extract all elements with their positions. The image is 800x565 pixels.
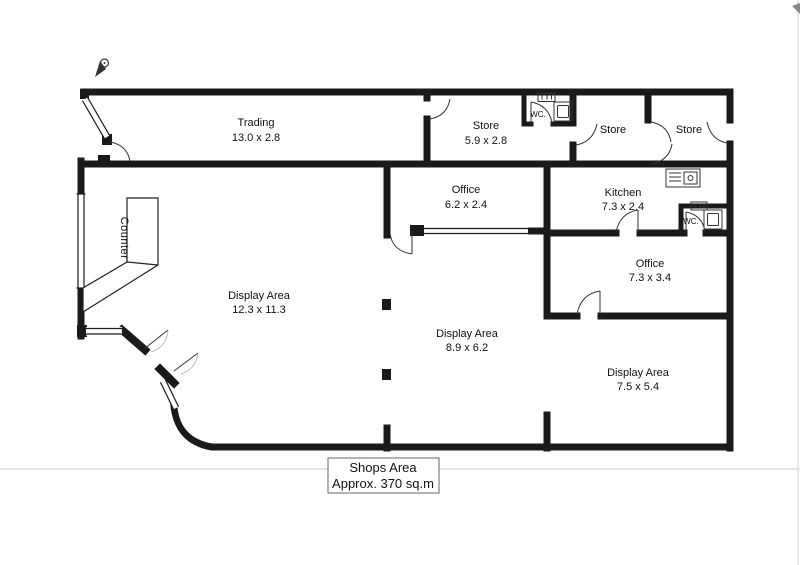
- door-arc-store3-right: [706, 121, 728, 144]
- kitchen-sink-unit-icon: [665, 168, 701, 188]
- window-angled-bottomleft: [160, 379, 179, 410]
- door-arc-shopfront-2: [180, 352, 199, 375]
- door-arc-store2: [575, 123, 598, 146]
- north-arrow-icon: [95, 58, 110, 77]
- room-label-trading: Trading: [238, 117, 275, 129]
- area-summary-box: Shops Area Approx. 370 sq.m: [327, 457, 440, 494]
- door-arc-store3-left-lower: [650, 143, 673, 165]
- room-label-display2: Display Area: [436, 328, 499, 340]
- room-label-office1: Office: [452, 184, 481, 196]
- room-label-office2: Office: [636, 258, 665, 270]
- room-label-wc2: WC.: [683, 217, 699, 226]
- window-angled-topleft: [82, 97, 110, 139]
- room-label-kitchen: Kitchen: [605, 187, 642, 199]
- room-label-display1: Display Area: [228, 290, 291, 302]
- door-office2: [576, 290, 601, 315]
- door-swings: [109, 98, 728, 375]
- door-arc-store1: [429, 98, 451, 120]
- area-summary-subtitle: Approx. 370 sq.m: [332, 476, 434, 491]
- door-wc1: [530, 101, 553, 124]
- door-arc-shopfront-1: [150, 329, 169, 353]
- fixtures: [82, 93, 723, 314]
- room-dims-kitchen: 7.3 x 2.4: [602, 201, 644, 213]
- toilet-icon: [703, 209, 723, 230]
- area-summary-title: Shops Area: [349, 460, 417, 475]
- room-dims-office2: 7.3 x 3.4: [629, 272, 671, 284]
- sink-icon: [690, 201, 708, 211]
- room-dims-trading: 13.0 x 2.8: [232, 132, 280, 144]
- door-leaf-shopfront-1: [143, 329, 169, 350]
- room-dims-display3: 7.5 x 5.4: [617, 381, 659, 393]
- counter-outline: [82, 197, 159, 314]
- room-label-store3: Store: [676, 124, 702, 136]
- room-dims-store1: 5.9 x 2.8: [465, 135, 507, 147]
- sink-icon: [537, 93, 556, 102]
- room-label-store1: Store: [473, 120, 499, 132]
- wc-walls: [521, 89, 733, 236]
- room-label-store2: Store: [600, 124, 626, 136]
- door-arc-entrance-topleft: [109, 141, 131, 162]
- window-bottomleft-h: [86, 327, 122, 336]
- room-dims-display2: 8.9 x 6.2: [446, 342, 488, 354]
- door-arc-store3-left-upper: [650, 121, 672, 143]
- windows: [76, 97, 528, 410]
- room-label-display3: Display Area: [607, 367, 670, 379]
- window-left-wall: [76, 194, 86, 288]
- window-office1: [424, 226, 528, 236]
- room-label-wc1: WC.: [530, 110, 546, 119]
- room-dims-display1: 12.3 x 11.3: [232, 304, 286, 316]
- wall-caps-and-columns: [77, 89, 424, 380]
- counter-label: Counter: [118, 217, 130, 260]
- walls: [77, 88, 734, 452]
- toilet-icon: [553, 101, 573, 122]
- door-leaf-shopfront-2: [173, 352, 199, 372]
- room-dims-office1: 6.2 x 2.4: [445, 199, 487, 211]
- door-kitchen: [615, 209, 639, 233]
- door-office1: [389, 231, 413, 255]
